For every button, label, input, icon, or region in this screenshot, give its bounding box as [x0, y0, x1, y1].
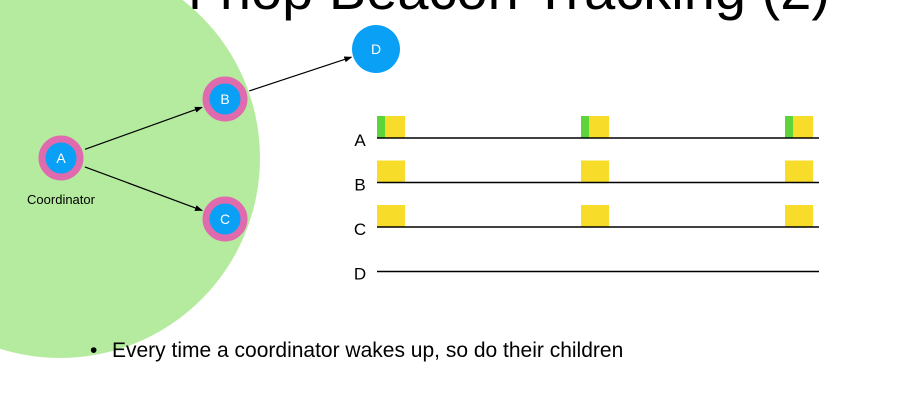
beacon-slot: [785, 205, 813, 227]
node-d: D: [352, 25, 400, 73]
node-b: B: [202, 76, 248, 122]
beacon-slot: [581, 160, 609, 183]
beacon-start-marker: [581, 116, 589, 138]
timeline-row-label: C: [354, 220, 366, 239]
timeline-row-a: A: [354, 116, 819, 150]
node-b-label: B: [220, 91, 229, 107]
beacon-slot: [581, 205, 609, 227]
node-a: A: [38, 135, 84, 181]
timeline-row-b: B: [354, 160, 819, 195]
timeline-row-d: D: [354, 265, 819, 284]
beacon-start-marker: [785, 116, 793, 138]
node-c: C: [202, 196, 248, 242]
beacon-slot: [377, 205, 405, 227]
bullet-symbol: •: [90, 339, 98, 362]
bullet-text: Every time a coordinator wakes up, so do…: [112, 339, 624, 362]
beacon-start-marker: [377, 116, 385, 138]
beacon-slot: [785, 160, 813, 183]
beacon-timeline: A B C D: [354, 116, 819, 284]
node-c-circle: [202, 196, 248, 242]
node-d-label: D: [371, 41, 381, 57]
timeline-row-label: B: [354, 176, 365, 195]
edge-a-b: [84, 106, 203, 150]
timeline-row-c: C: [354, 205, 819, 239]
network-nodes: A B C D: [38, 25, 400, 242]
coordinator-label: Coordinator: [27, 192, 96, 207]
edge-a-c: [84, 166, 203, 212]
slide-title: Multi-hop Beacon Tracking (2): [0, 0, 913, 20]
node-a-circle: [38, 135, 84, 181]
beacon-slot: [377, 160, 405, 183]
node-d-circle: [352, 25, 400, 73]
timeline-row-label: A: [354, 131, 366, 150]
edge-b-d: [249, 56, 353, 92]
network-edges: [84, 56, 353, 212]
node-a-label: A: [56, 150, 66, 166]
node-c-label: C: [220, 211, 230, 227]
coordinator-range-area: [0, 0, 260, 358]
timeline-row-label: D: [354, 265, 366, 284]
bullet-point: • Every time a coordinator wakes up, so d…: [90, 338, 623, 364]
node-b-circle: [202, 76, 248, 122]
